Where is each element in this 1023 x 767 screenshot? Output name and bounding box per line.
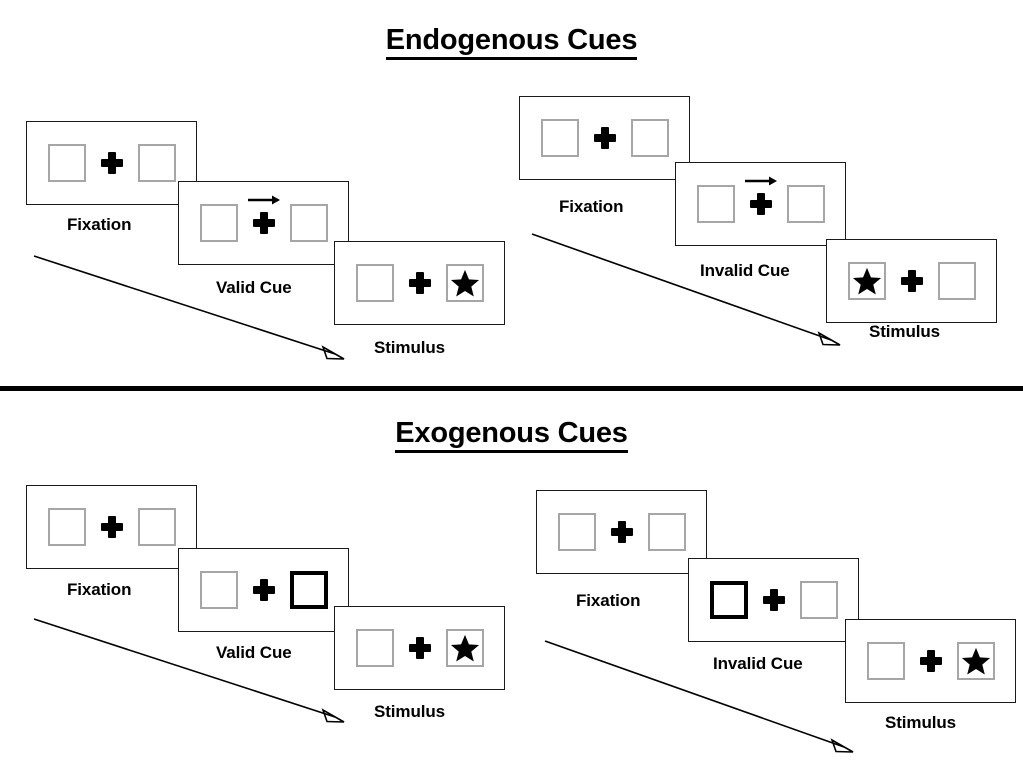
section-title-endogenous-text: Endogenous Cues: [385, 24, 637, 60]
fixation-cross-icon: [251, 577, 277, 603]
sequence-arrow-endogenous-valid: [30, 250, 350, 366]
frame-content: [540, 119, 669, 157]
frame-content: [847, 262, 976, 300]
target-box-right: [647, 513, 686, 551]
sequence-arrow-exogenous-invalid: [541, 635, 861, 759]
fixation-cross-icon: [744, 176, 777, 217]
fixation-cross-icon: [99, 514, 125, 540]
sequence-arrow-endogenous-invalid: [528, 228, 848, 352]
fixation-cross-icon: [761, 587, 787, 613]
star-icon: [450, 634, 479, 662]
frame-content: [199, 195, 328, 242]
frame-content: [866, 642, 995, 680]
section-title-exogenous: Exogenous Cues: [0, 417, 1023, 453]
target-box-right: [445, 264, 484, 302]
target-box-left: [355, 264, 394, 302]
fixation-cross-icon: [918, 648, 944, 674]
frame-content: [199, 571, 328, 609]
target-box-right: [799, 581, 838, 619]
target-box-left: [199, 571, 238, 609]
target-box-right-highlighted: [289, 571, 328, 609]
caption-endogenous-invalid-fixation: Fixation: [559, 197, 624, 216]
target-box-left: [199, 204, 238, 242]
target-box-right: [289, 204, 328, 242]
caption-endogenous-valid-cue: Valid Cue: [216, 278, 292, 297]
caption-exogenous-valid-stimulus: Stimulus: [374, 702, 445, 721]
fixation-cross-icon: [609, 519, 635, 545]
frame-content: [557, 513, 686, 551]
frame-exogenous-invalid-fixation[interactable]: [536, 490, 707, 574]
frame-endogenous-valid-cue[interactable]: [178, 181, 349, 265]
caption-exogenous-valid-fixation: Fixation: [67, 580, 132, 599]
fixation-cross-icon: [592, 125, 618, 151]
target-box-right: [956, 642, 995, 680]
frame-content: [709, 581, 838, 619]
arrow-right-icon: [247, 194, 281, 206]
frame-endogenous-valid-fixation[interactable]: [26, 121, 197, 205]
frame-content: [47, 508, 176, 546]
caption-exogenous-invalid-fixation: Fixation: [576, 591, 641, 610]
target-box-right: [786, 185, 825, 223]
frame-content: [696, 176, 825, 223]
frame-endogenous-invalid-fixation[interactable]: [519, 96, 690, 180]
target-box-right: [137, 144, 176, 182]
caption-endogenous-valid-fixation: Fixation: [67, 215, 132, 234]
fixation-cross-icon: [99, 150, 125, 176]
target-box-right: [445, 629, 484, 667]
target-box-right: [937, 262, 976, 300]
arrow-right-icon: [744, 175, 778, 187]
frame-exogenous-valid-stimulus[interactable]: [334, 606, 505, 690]
target-box-left: [866, 642, 905, 680]
target-box-left: [47, 508, 86, 546]
caption-endogenous-invalid-stimulus: Stimulus: [869, 322, 940, 341]
target-box-left: [47, 144, 86, 182]
section-title-endogenous: Endogenous Cues: [0, 24, 1023, 60]
target-box-left: [847, 262, 886, 300]
caption-exogenous-valid-cue: Valid Cue: [216, 643, 292, 662]
frame-content: [355, 629, 484, 667]
caption-endogenous-valid-stimulus: Stimulus: [374, 338, 445, 357]
section-divider: [0, 386, 1023, 391]
frame-exogenous-invalid-cue[interactable]: [688, 558, 859, 642]
frame-content: [47, 144, 176, 182]
frame-endogenous-valid-stimulus[interactable]: [334, 241, 505, 325]
star-icon: [852, 267, 881, 295]
target-box-right: [137, 508, 176, 546]
target-box-left-highlighted: [709, 581, 748, 619]
caption-exogenous-invalid-cue: Invalid Cue: [713, 654, 803, 673]
frame-endogenous-invalid-stimulus[interactable]: [826, 239, 997, 323]
fixation-cross-icon: [247, 195, 280, 236]
frame-exogenous-valid-fixation[interactable]: [26, 485, 197, 569]
fixation-cross-icon: [407, 635, 433, 661]
fixation-cross-icon: [899, 268, 925, 294]
frame-endogenous-invalid-cue[interactable]: [675, 162, 846, 246]
frame-exogenous-invalid-stimulus[interactable]: [845, 619, 1016, 703]
caption-endogenous-invalid-cue: Invalid Cue: [700, 261, 790, 280]
frame-content: [355, 264, 484, 302]
caption-exogenous-invalid-stimulus: Stimulus: [885, 713, 956, 732]
target-box-left: [355, 629, 394, 667]
target-box-right: [630, 119, 669, 157]
target-box-left: [696, 185, 735, 223]
target-box-left: [557, 513, 596, 551]
section-title-exogenous-text: Exogenous Cues: [395, 417, 628, 453]
star-icon: [450, 269, 479, 297]
target-box-left: [540, 119, 579, 157]
frame-exogenous-valid-cue[interactable]: [178, 548, 349, 632]
fixation-cross-icon: [407, 270, 433, 296]
star-icon: [961, 647, 990, 675]
